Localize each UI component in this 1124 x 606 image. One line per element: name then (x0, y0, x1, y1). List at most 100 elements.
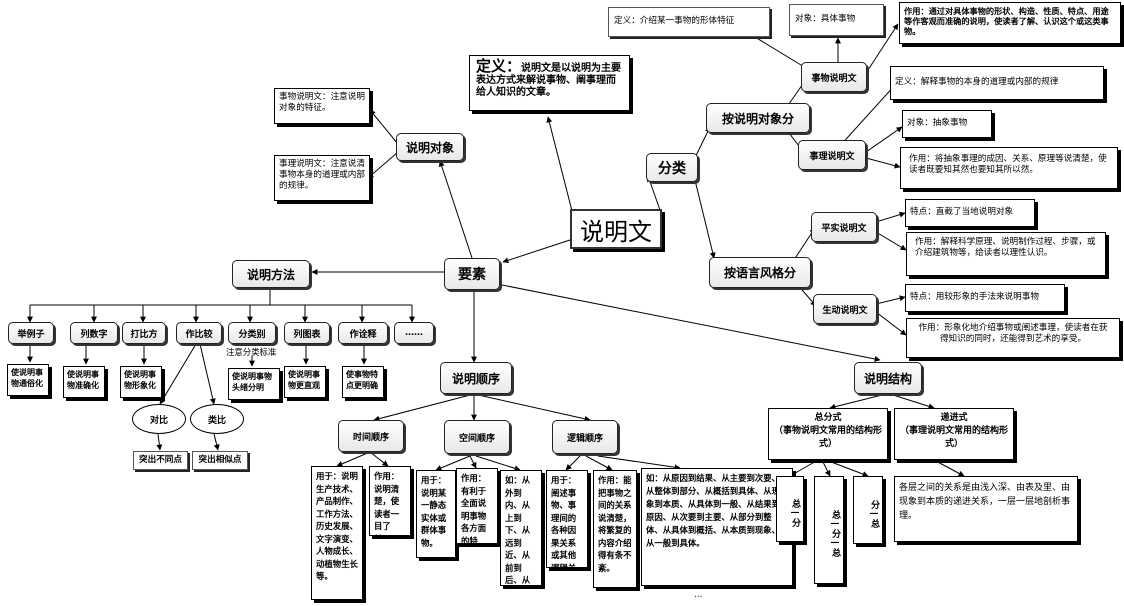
logic-example-text: 如：从原因到结果、从主要到次要、从整体到部分、从概括到具体、从现象到本质、从具体… (646, 473, 780, 548)
contrast-effect[interactable]: 突出不同点 (133, 451, 188, 470)
order-node[interactable]: 说明顺序 (440, 362, 512, 394)
form-text: 总—分—总 (830, 510, 840, 557)
logic-effect-box[interactable]: 作用：能把事物之间的关系说清楚，将繁复的内容介绍得有条不紊。 (593, 470, 637, 588)
object-reason-box[interactable]: 事理说明文：注意说清事物本身的道理或内部的规律。 (274, 155, 370, 201)
effect-interpret[interactable]: 使事物特点更明确 (342, 366, 384, 398)
by-style-node[interactable]: 按语言风格分 (709, 257, 811, 288)
method-label: 列图表 (293, 329, 321, 340)
analogy-effect-text: 突出相似点 (198, 455, 242, 465)
method-label: 分类别 (238, 329, 266, 340)
method-label: 作诠释 (349, 329, 377, 340)
vivid-function-text: 作用：形象化地介绍事物或阐述事理，使读者在获得知识的同时，还能得到艺术的享受。 (918, 323, 1108, 344)
reason-definition-box[interactable]: 定义：解释事物的本身的道理或内部的规律 (890, 66, 1104, 100)
thing-function-text: 作用：通过对具体事物的形状、构造、性质、特点、用途等作客观而准确的说明，使读者了… (904, 6, 1109, 36)
reason-function-box[interactable]: 作用：将抽象事理的成因、关系、原理等说清楚，使读者既要知其然也要知其所以然。 (900, 147, 1118, 189)
contrast-effect-text: 突出不同点 (139, 455, 182, 465)
reason-explain-node[interactable]: 事理说明文 (798, 140, 866, 170)
thing-explain-node[interactable]: 事物说明文 (801, 62, 867, 92)
reason-object-text: 对象：抽象事物 (907, 118, 968, 128)
method-number[interactable]: 列数字 (70, 322, 118, 344)
form-total-sub[interactable]: 总—分 (776, 476, 804, 542)
method-example[interactable]: 举例子 (8, 322, 54, 344)
methods-node[interactable]: 说明方法 (232, 260, 310, 288)
elements-node[interactable]: 要素 (444, 258, 500, 290)
method-metaphor[interactable]: 打比方 (122, 322, 166, 344)
structure-label: 说明结构 (863, 371, 912, 386)
effect-chart[interactable]: 使说明事物更直观 (284, 366, 326, 398)
form-sub-total[interactable]: 分—总 (853, 476, 883, 544)
progressive-form-title: 递进式 (940, 413, 968, 423)
method-label: 列数字 (80, 329, 108, 340)
object-thing-box[interactable]: 事物说明文：注意说明对象的特征。 (274, 88, 370, 124)
logic-example-box[interactable]: 如：从原因到结果、从主要到次要、从整体到部分、从概括到具体、从现象到本质、从具体… (641, 468, 793, 586)
contrast-ellipse[interactable]: 对比 (132, 404, 186, 434)
vivid-explain-label: 生动说明文 (822, 305, 868, 316)
form-total-sub-total[interactable]: 总—分—总 (814, 476, 844, 584)
method-label: 打比方 (130, 329, 158, 340)
space-example-box[interactable]: 如：从外到内、从上到下、从远到近、从前到后、从东到西、从南到北等 (500, 470, 542, 586)
logic-order-node[interactable]: 逻辑顺序 (552, 420, 618, 454)
definition-text: 说明文是以说明为主要表达方式来解说事物、阐事理而给人知识的文章。 (476, 63, 622, 98)
object-node[interactable]: 说明对象 (396, 133, 464, 161)
thing-explain-label: 事物说明文 (811, 73, 857, 84)
plain-explain-node[interactable]: 平实说明文 (811, 212, 877, 242)
space-use-box[interactable]: 用于：说明某一静态实体或群体事物。 (416, 470, 456, 558)
center-node[interactable]: 说明文 (570, 209, 662, 249)
thing-definition-box[interactable]: 定义：介绍某一事物的形体特征 (608, 7, 770, 37)
vivid-feature-box[interactable]: 特点：用较形象的手法来说明事物 (905, 284, 1065, 312)
method-more[interactable]: …… (394, 322, 434, 344)
logic-order-label: 逻辑顺序 (566, 433, 603, 444)
vivid-feature-text: 特点：用较形象的手法来说明事物 (910, 292, 1039, 302)
time-order-node[interactable]: 时间顺序 (338, 420, 404, 452)
progressive-form-box[interactable]: 递进式（事理说明文常用的结构形式） (894, 408, 1014, 460)
effect-text: 使说明事物准确化 (67, 370, 99, 390)
logic-use-box[interactable]: 用于：阐述事物、事理间的各种因果关系或其他逻辑关系。 (546, 470, 588, 568)
progressive-desc-box[interactable]: 各层之间的关系是由浅入深、由表及里、由现象到本质的递进关系，一层一层地剖析事理。 (894, 476, 1078, 542)
time-effect-text: 作用：说明清楚，使读者一目了然。 (374, 471, 400, 535)
classify-note: 注意分类标准 (226, 347, 277, 357)
object-reason-text: 事理说明文：注意说清事物本身的道理或内部的规律。 (279, 159, 365, 191)
plain-function-box[interactable]: 作用：解释科学原理、说明制作过程、步骤，或介绍建筑物等，给读者以理性认识。 (906, 232, 1106, 276)
effect-text: 使说明事物头绪分明 (232, 372, 272, 392)
structure-node[interactable]: 说明结构 (854, 362, 922, 394)
order-label: 说明顺序 (451, 371, 500, 386)
effect-example[interactable]: 使说明事物通俗化 (7, 364, 49, 396)
elements-label: 要素 (458, 267, 486, 283)
effect-metaphor[interactable]: 使说明事物形象化 (120, 366, 162, 398)
time-effect-box[interactable]: 作用：说明清楚，使读者一目了然。 (369, 466, 411, 536)
method-label: 举例子 (17, 329, 45, 340)
total-form-box[interactable]: 总分式（事物说明文常用的结构形式） (768, 408, 888, 460)
effect-number[interactable]: 使说明事物准确化 (63, 366, 105, 398)
reason-object-box[interactable]: 对象：抽象事物 (902, 110, 992, 138)
logic-effect-text: 作用：能把事物之间的关系说清楚，将繁复的内容介绍得有条不紊。 (598, 475, 632, 573)
plain-feature-box[interactable]: 特点：直截了当地说明对象 (905, 199, 1035, 227)
analogy-ellipse[interactable]: 类比 (190, 404, 244, 434)
method-chart[interactable]: 列图表 (284, 322, 330, 344)
by-object-node[interactable]: 按说明对象分 (706, 103, 810, 133)
vivid-function-box[interactable]: 作用：形象化地介绍事物或阐述事理，使读者在获得知识的同时，还能得到艺术的享受。 (906, 318, 1120, 358)
space-order-node[interactable]: 空间顺序 (444, 420, 510, 454)
reason-function-text: 作用：将抽象事理的成因、关系、原理等说清楚，使读者既要知其然也要知其所以然。 (909, 154, 1107, 175)
effect-classify[interactable]: 使说明事物头绪分明 (228, 368, 280, 400)
thing-object-box[interactable]: 对象：具体事物 (789, 4, 884, 36)
definition-box[interactable]: 定义：说明文是以说明为主要表达方式来解说事物、阐事理而给人知识的文章。 (469, 55, 630, 111)
by-style-label: 按语言风格分 (723, 266, 796, 280)
vivid-explain-node[interactable]: 生动说明文 (813, 294, 877, 324)
time-use-box[interactable]: 用于：说明生产技术、产品制作、工作方法、历史发展、文字演变、人物成长、动植物生长… (311, 466, 363, 600)
analogy-effect[interactable]: 突出相似点 (192, 451, 248, 470)
space-effect-text: 作用：有利于全面说明事物各方面的特征。 (461, 473, 487, 544)
object-label: 说明对象 (405, 140, 454, 155)
space-example-text: 如：从外到内、从上到下、从远到近、从前到后、从东到西、从南到北等 (505, 475, 531, 585)
space-effect-box[interactable]: 作用：有利于全面说明事物各方面的特征。 (456, 468, 498, 544)
method-compare[interactable]: 作比较 (176, 322, 222, 344)
method-interpret[interactable]: 作诠释 (338, 322, 388, 344)
reason-definition-text: 定义：解释事物的本身的道理或内部的规律 (895, 77, 1059, 87)
definition-label: 定义： (476, 57, 522, 75)
space-use-text: 用于：说明某一静态实体或群体事物。 (421, 475, 447, 548)
effect-text: 使说明事物通俗化 (11, 368, 43, 388)
thing-function-box[interactable]: 作用：通过对具体事物的形状、构造、性质、特点、用途等作客观而准确的说明，使读者了… (899, 2, 1121, 44)
method-classify[interactable]: 分类别 (228, 322, 276, 344)
classify-node[interactable]: 分类 (646, 153, 698, 182)
